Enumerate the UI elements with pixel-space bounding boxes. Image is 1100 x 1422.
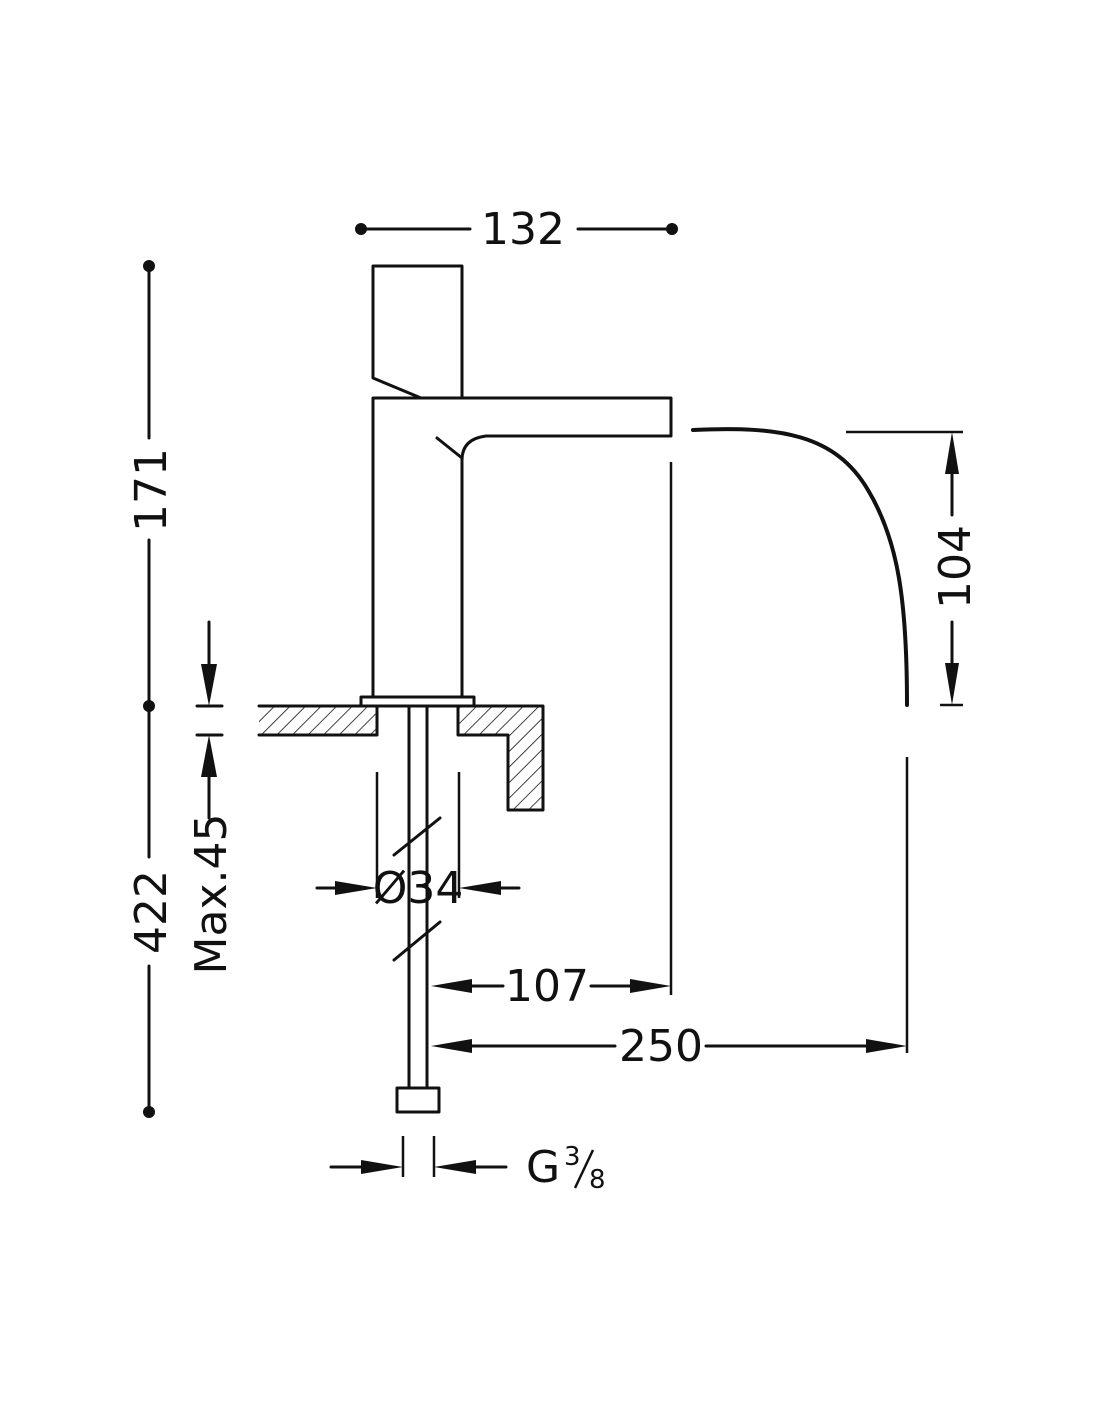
dimension-132: 132 [355, 204, 678, 255]
dimension-diameter: Ø34 [315, 772, 521, 914]
hose-connector [395, 1086, 441, 1114]
dimension-left-vertical: 171 422 [126, 260, 177, 1118]
dimension-diameter-label: Ø34 [373, 863, 464, 914]
dimension-422-label: 422 [126, 870, 177, 954]
dimension-max-45-label: Max.45 [186, 814, 237, 975]
thread-denominator: 8 [589, 1165, 606, 1195]
faucet-handle [371, 264, 464, 400]
dimension-250: 250 [431, 757, 909, 1072]
faucet-spout [371, 396, 673, 699]
thread-letter: G [526, 1142, 560, 1193]
dimension-107-label: 107 [505, 961, 589, 1012]
water-stream [691, 427, 909, 707]
dimension-max-45: Max.45 [186, 620, 237, 975]
dimension-104-label: 104 [930, 525, 981, 609]
dimension-171-label: 171 [126, 448, 177, 532]
dimension-250-label: 250 [619, 1021, 703, 1072]
faucet-body [359, 264, 673, 1114]
faucet-base [359, 695, 476, 708]
dimension-104: 104 [846, 430, 981, 707]
dimension-132-label: 132 [481, 204, 565, 255]
dimension-107: 107 [431, 462, 673, 1012]
countertop-section [257, 704, 545, 812]
thread-numerator: 3 [564, 1142, 581, 1172]
dimension-thread: G 3 8 [329, 1136, 606, 1195]
